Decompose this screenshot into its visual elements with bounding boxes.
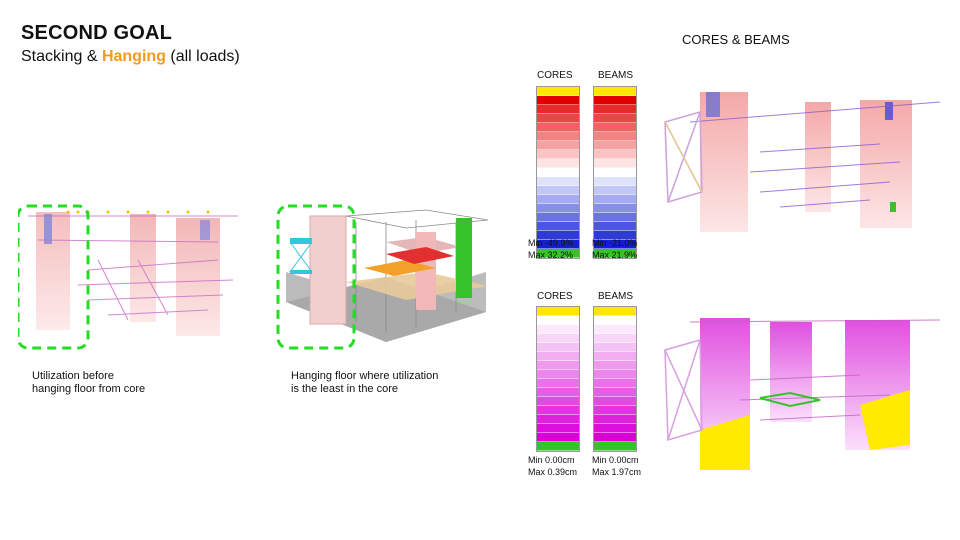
caption-mid-line2: is the least in the core: [291, 383, 399, 395]
disp-cores-legend: [536, 306, 580, 452]
util-beams-minmax: Min -21.0% Max 21.9%: [592, 237, 638, 261]
util-cores-minmax: Min -49.9% Max 32.2%: [528, 237, 574, 261]
disp-cores-minmax: Min 0.00cm Max 0.39cm: [528, 454, 577, 478]
caption-mid-line1: Hanging floor where utilization: [291, 370, 439, 382]
subtitle-prefix: Stacking &: [21, 48, 102, 65]
caption-utilization-before: Utilization before hanging floor from co…: [32, 370, 145, 396]
subtitle-highlight: Hanging: [101, 48, 166, 65]
slide-title: SECOND GOAL: [21, 22, 173, 44]
disp-cores-max: Max 0.39cm: [528, 467, 578, 477]
disp-beams-header: BEAMS: [598, 291, 634, 302]
util-beams-header: BEAMS: [598, 70, 634, 81]
util-cores-legend: [536, 86, 580, 259]
util-beams-min: Min -21.0%: [592, 238, 638, 248]
right-panel-title: CORES & BEAMS: [682, 32, 790, 47]
subtitle-suffix: (all loads): [165, 48, 240, 65]
util-cores-header: CORES: [537, 70, 573, 81]
caption-left-line1: Utilization before: [32, 370, 114, 382]
disp-cores-min: Min 0.00cm: [528, 455, 575, 465]
caption-left-line2: hanging floor from core: [32, 383, 146, 395]
slide-subtitle: Stacking & Hanging (all loads): [21, 48, 240, 66]
cores-beams-utilization-model: [664, 92, 941, 232]
cores-beams-displacement-model: [664, 318, 941, 470]
disp-beams-max: Max 1.97cm: [592, 467, 642, 477]
util-beams-max: Max 21.9%: [592, 250, 638, 260]
util-beams-legend: [593, 86, 637, 259]
disp-cores-header: CORES: [537, 291, 573, 302]
hanging-floor-model: [276, 204, 489, 350]
disp-beams-legend: [593, 306, 637, 452]
util-cores-max: Max 32.2%: [528, 250, 574, 260]
utilization-model-before: [18, 204, 238, 350]
caption-hanging-floor: Hanging floor where utilization is the l…: [291, 370, 438, 396]
disp-beams-min: Min 0.00cm: [592, 455, 639, 465]
disp-beams-minmax: Min 0.00cm Max 1.97cm: [592, 454, 641, 478]
util-cores-min: Min -49.9%: [528, 238, 574, 248]
